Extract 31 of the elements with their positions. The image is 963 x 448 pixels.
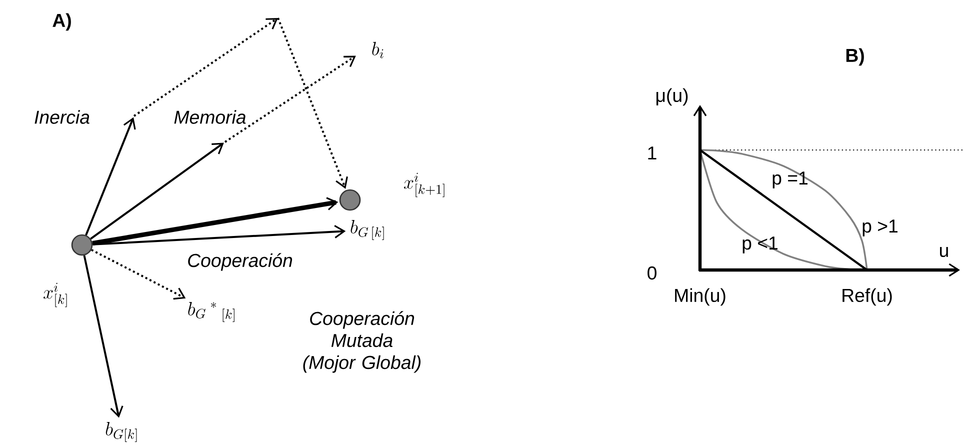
particle-circle: [339, 189, 361, 211]
dotted-arrow: [91, 248, 186, 300]
vector-name: Inercia: [34, 110, 90, 124]
tick-label: 1: [648, 146, 656, 160]
vector-label: $b_{i}$: [372, 42, 384, 58]
position-label: $x^{i}_{[k]}$: [44, 282, 67, 308]
arrow: [83, 255, 124, 418]
vector-label: $b_{G}{}^{\;*}{}_{\;[k]}$: [188, 302, 234, 322]
vector-label: $b_{G\,[k]}$: [350, 220, 384, 240]
panel-letter: A): [52, 13, 71, 31]
axis-title: μ(u): [656, 88, 688, 106]
vector-label: $b_{G[k]}$: [106, 422, 137, 442]
arrow: [85, 117, 136, 236]
axis-title: u: [940, 246, 948, 258]
dotted-arrow: [224, 56, 356, 143]
particle-circle: [71, 234, 93, 256]
curve-label: p >1: [862, 220, 898, 236]
vector-name: Cooperación Mutada (Mojor Global): [303, 311, 420, 373]
arrow: [92, 197, 338, 246]
tick-label: Min(u): [675, 288, 726, 306]
tick-label: 0: [648, 266, 656, 280]
curve-label: p <1: [742, 236, 778, 254]
edge-label: Cooperación: [186, 252, 294, 272]
arrow: [92, 225, 346, 246]
dotted-arrow: [277, 18, 348, 189]
vector-name: Memoria: [174, 110, 246, 124]
panel-letter: B): [846, 48, 864, 66]
curve-label: p =1: [772, 172, 808, 188]
position-label: $x^{i}_{[k+1]}$: [404, 172, 444, 198]
tick-label: Ref(u): [842, 288, 892, 306]
arrow: [90, 142, 224, 240]
